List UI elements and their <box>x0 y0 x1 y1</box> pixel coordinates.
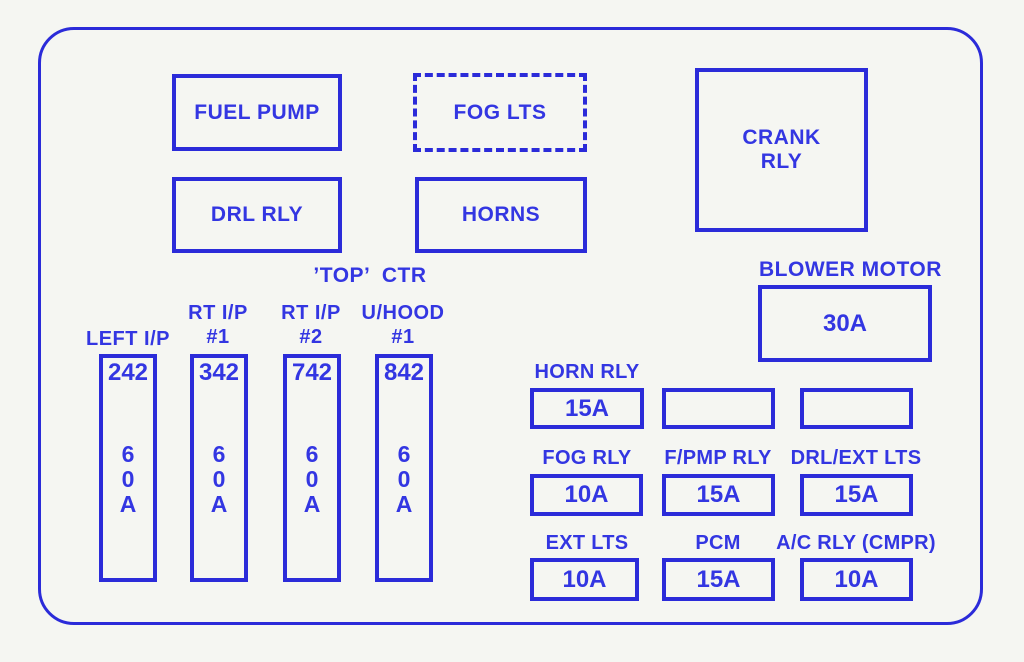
fuse-col-label-uhood-1: U/HOOD #1 <box>361 302 445 348</box>
circuit-number: 342 <box>198 359 240 386</box>
maxi-fuse-box-uhood-1: 842 6 0 A <box>375 354 433 582</box>
blower-motor-label: BLOWER MOTOR <box>759 258 942 281</box>
ext-lts-fuse-box: 10A <box>530 558 639 601</box>
horns-relay-box: HORNS <box>415 177 587 253</box>
circuit-number: 742 <box>291 359 333 386</box>
fuse-col-label-left-ip: LEFT I/P <box>86 328 170 350</box>
fuse-col-label-rt-ip-2: RT I/P #2 <box>281 302 341 348</box>
amp-rating-vertical: 6 0 A <box>303 441 321 517</box>
maxi-fuse-box-left-ip: 242 6 0 A <box>99 354 157 582</box>
horns-label: HORNS <box>461 203 541 226</box>
fpmp-rly-fuse-box: 15A <box>662 474 775 516</box>
fog-rly-fuse-box: 10A <box>530 474 643 516</box>
amp-rating-vertical: 6 0 A <box>395 441 413 517</box>
circuit-number: 242 <box>107 359 149 386</box>
fuel-pump-label: FUEL PUMP <box>194 100 320 124</box>
pcm-fuse-box: 15A <box>662 558 775 601</box>
fog-lts-relay-box: FOG LTS <box>413 73 587 152</box>
pcm-label: PCM <box>695 532 741 554</box>
fog-lts-label: FOG LTS <box>453 100 547 124</box>
circuit-number: 842 <box>383 359 425 386</box>
fpmp-rly-amp: 15A <box>696 481 741 508</box>
fpmp-rly-label: F/PMP RLY <box>664 447 772 469</box>
ac-rly-cmpr-label: A/C RLY (CMPR) <box>776 532 936 554</box>
pcm-amp: 15A <box>696 565 741 593</box>
drl-ext-lts-label: DRL/EXT LTS <box>790 447 922 469</box>
drl-rly-label: DRL RLY <box>210 203 304 226</box>
fuse-box-outline <box>38 27 983 625</box>
top-ctr-label: ’TOP’ CTR <box>313 264 427 287</box>
amp-rating-vertical: 6 0 A <box>119 441 137 517</box>
unlabeled-fuse-box-2 <box>800 388 913 429</box>
amp-rating-vertical: 6 0 A <box>210 441 228 517</box>
fog-rly-amp: 10A <box>564 481 609 508</box>
ext-lts-label: EXT LTS <box>545 532 629 554</box>
unlabeled-fuse-box-1 <box>662 388 775 429</box>
blower-motor-fuse-box: 30A <box>758 285 932 362</box>
maxi-fuse-box-rt-ip-2: 742 6 0 A <box>283 354 341 582</box>
drl-ext-lts-fuse-box: 15A <box>800 474 913 516</box>
ac-rly-cmpr-fuse-box: 10A <box>800 558 913 601</box>
ext-lts-amp: 10A <box>562 565 607 593</box>
horn-rly-label: HORN RLY <box>534 361 640 383</box>
fuel-pump-relay-box: FUEL PUMP <box>172 74 342 151</box>
ac-rly-cmpr-amp: 10A <box>834 565 879 593</box>
horn-rly-fuse-box: 15A <box>530 388 644 429</box>
fuse-col-label-rt-ip-1: RT I/P #1 <box>188 302 248 348</box>
horn-rly-amp: 15A <box>564 394 610 422</box>
blower-motor-amp: 30A <box>822 309 868 337</box>
crank-rly-label: CRANK RLY <box>742 126 821 173</box>
crank-relay-box: CRANK RLY <box>695 68 868 232</box>
drl-ext-lts-amp: 15A <box>834 481 879 508</box>
maxi-fuse-box-rt-ip-1: 342 6 0 A <box>190 354 248 582</box>
drl-relay-box: DRL RLY <box>172 177 342 253</box>
fog-rly-label: FOG RLY <box>542 447 632 469</box>
